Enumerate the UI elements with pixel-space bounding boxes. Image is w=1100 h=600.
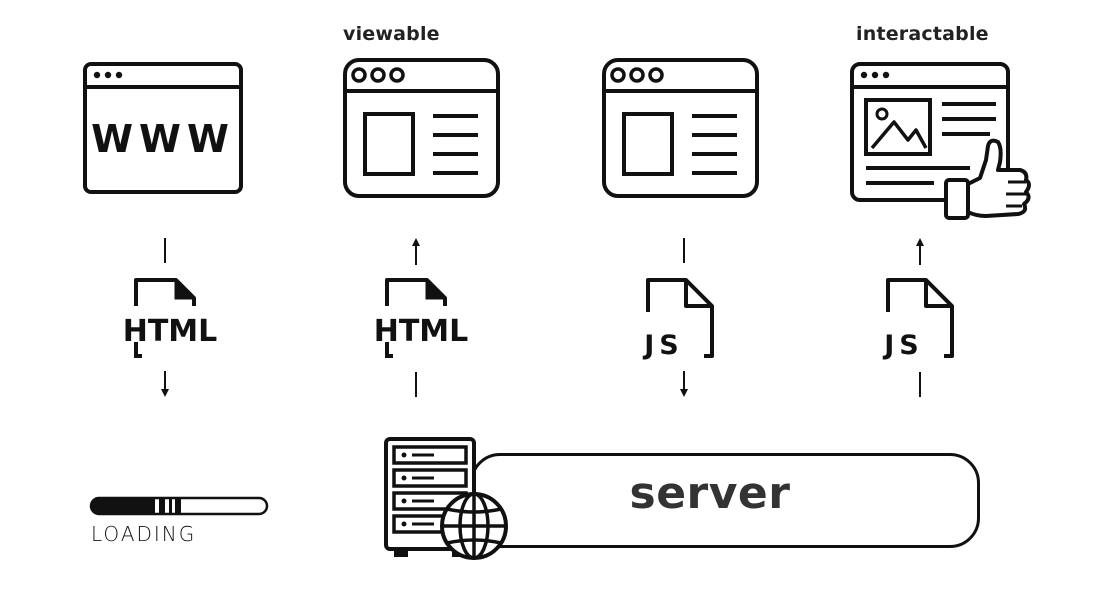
loading-text: LOADING bbox=[91, 522, 197, 546]
server-label: server bbox=[629, 468, 791, 519]
arrow-up-icon bbox=[913, 238, 927, 266]
connector-line bbox=[919, 372, 921, 397]
browser-www-icon: WWW bbox=[83, 62, 243, 194]
browser-thumbs-up-icon bbox=[850, 62, 1032, 222]
arrow-down-icon bbox=[677, 371, 691, 399]
browser-layout-icon bbox=[343, 58, 500, 198]
loading-bar-icon bbox=[89, 496, 271, 518]
js-file-icon: JS bbox=[638, 278, 718, 361]
connector-line bbox=[415, 372, 417, 397]
www-text: WWW bbox=[91, 117, 235, 161]
arrow-down-icon bbox=[158, 371, 172, 399]
browser-layout-icon-2 bbox=[602, 58, 759, 198]
connector-line bbox=[683, 238, 685, 263]
js-file-label: JS bbox=[642, 330, 684, 361]
js-file-label: JS bbox=[882, 330, 924, 361]
js-file-icon: JS bbox=[878, 278, 958, 361]
viewable-label: viewable bbox=[343, 23, 440, 45]
html-file-icon: HTML bbox=[123, 278, 217, 360]
arrow-up-icon bbox=[409, 238, 423, 266]
server-rack-globe-icon bbox=[384, 437, 514, 563]
connector-line bbox=[164, 238, 166, 263]
html-file-label: HTML bbox=[374, 314, 469, 349]
html-file-icon: HTML bbox=[374, 278, 468, 360]
interactable-label: interactable bbox=[856, 23, 989, 45]
html-file-label: HTML bbox=[123, 314, 218, 349]
